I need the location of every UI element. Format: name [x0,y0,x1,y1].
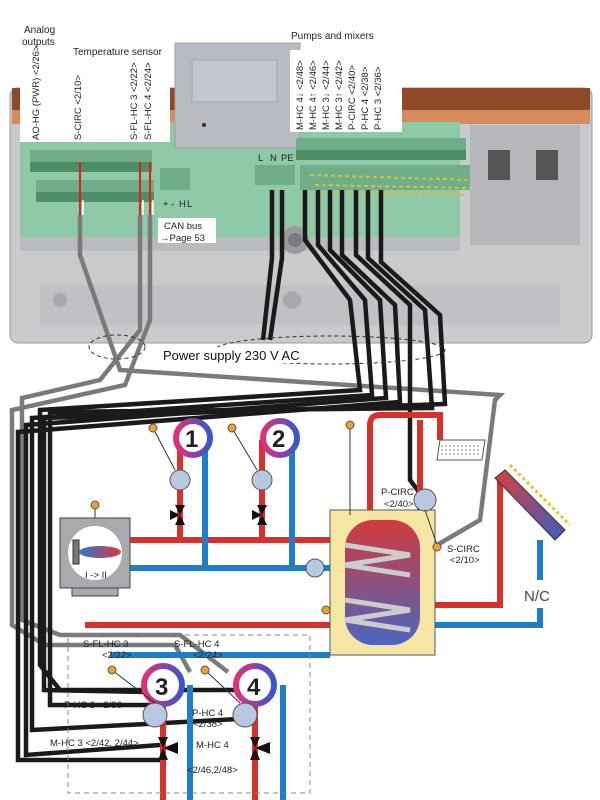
label-m-hc3-down: M-HC 3↓ <2/44> [321,60,332,130]
nc-label: N/C [524,588,550,605]
sensor-icon [148,423,158,433]
circuit-number-1: 1 [185,426,198,453]
flame-icon [79,546,121,558]
p-hc4-terminal: <2/38> [193,719,223,730]
mixer-valve-icon [250,737,270,760]
mixer-valve-icon [158,737,178,760]
p-hc3-label: P-HC 3 <2/36> [64,700,128,711]
extension-module-box [67,634,311,794]
can-bus-text: CAN bus [164,221,202,232]
can-pin-plus: + [163,199,169,210]
p-hc4-label: P-HC 4 [192,708,223,719]
label-s-circ: S-CIRC <2/10> [73,75,84,140]
label-ao-hg: AO-HG (PWR) <2/26> [31,45,42,140]
p-circ-terminal: <2/40> [384,499,414,510]
pump-icon [232,702,258,728]
heating-circuit-1: 1 [148,418,213,525]
solar-collector-icon [494,463,572,541]
can-bus-label: CAN bus →Page 53 [158,218,216,244]
can-pin-l: L [187,199,192,210]
label-p-hc4: P-HC 4 <2/38> [360,66,371,130]
m-hc4-label: M-HC 4 [196,740,229,751]
label-p-circ: P-CIRC <2/40> [347,65,358,130]
sensor-icon [90,500,100,510]
shower-icon [436,439,486,461]
mixer-valve-icon [170,505,185,525]
temperature-sensor-heading: Temperature sensor [73,47,163,58]
label-p-hc3: P-HC 3 <2/36> [373,66,384,130]
connector [536,150,558,180]
mixer-valve-icon [252,505,267,525]
terminal-l: L [258,153,263,164]
terminal-pe: PE [281,153,294,164]
can-pin-minus: - [171,199,174,210]
power-terminals: L N PE [255,153,295,185]
pumps-and-mixers-heading: Pumps and mixers [291,31,374,42]
can-pin-h: H [179,199,186,210]
label-m-hc4-up: M-HC 4↑ <2/46> [308,60,319,130]
pump-terminal-labels: M-HC 4↓ <2/48> M-HC 4↑ <2/46> M-HC 3↓ <2… [295,60,384,130]
hydraulic-pipes [85,412,543,800]
lower-labels: S-FL-HC 3 <2/22> S-FL-HC 4 <2/24> P-HC 3… [50,639,238,776]
m-hc4-terminal: <2/46,2/48> [187,765,238,776]
s-circ-terminal: <2/10> [450,555,480,566]
sensor-icon [321,605,331,615]
heating-circuit-4: 4 [200,663,277,760]
s-fl-hc4-label: S-FL-HC 4 [174,639,219,650]
can-bus-page-ref: →Page 53 [160,233,205,244]
sensor-icon [107,665,117,675]
pump-icon [251,469,273,491]
p-circ-label: P-CIRC [381,487,414,498]
heating-circuit-2: 2 [227,418,300,525]
connector [488,150,510,180]
pump-cables [15,190,448,763]
controller-module [174,42,301,149]
s-circ-sensor-icon [432,542,442,552]
can-bus-terminal: + - H L [160,168,192,210]
s-circ-label: S-CIRC [447,544,480,555]
circuit-number-4: 4 [247,674,261,701]
cable-bundle-marker [88,334,146,360]
label-s-fl-hc3: S-FL-HC 3 <2/22> [129,62,140,140]
heating-circuit-3: 3 [107,663,185,760]
power-supply-label: Power supply 230 V AC [163,348,300,363]
label-s-fl-hc4: S-FL-HC 4 <2/24> [143,62,154,140]
p-circ-pump-icon [413,488,437,512]
s-fl-hc3-terminal: <2/22> [102,650,132,661]
sensor-terminals [30,150,154,202]
sensor-icon [227,423,237,433]
circuit-number-3: 3 [155,674,168,701]
terminal-n: N [270,153,277,164]
label-m-hc4-down: M-HC 4↓ <2/48> [295,60,306,130]
circuit-number-2: 2 [272,426,285,453]
s-fl-hc4-terminal: <2/24> [193,650,223,661]
pump-icon [142,702,168,728]
storage-tank [321,420,436,656]
label-m-hc3-up: M-HC 3↑ <2/42> [334,60,345,130]
boiler-mode-label: I -> II [85,570,107,581]
pump-icon [169,469,191,491]
sensor-icon [345,420,355,430]
pump-icon [305,558,325,578]
s-fl-hc3-label: S-FL-HC 3 [83,639,128,650]
sensor-icon [200,665,210,675]
boiler: I -> II [59,500,131,597]
m-hc3-label: M-HC 3 <2/42, 2/44> [50,738,139,749]
